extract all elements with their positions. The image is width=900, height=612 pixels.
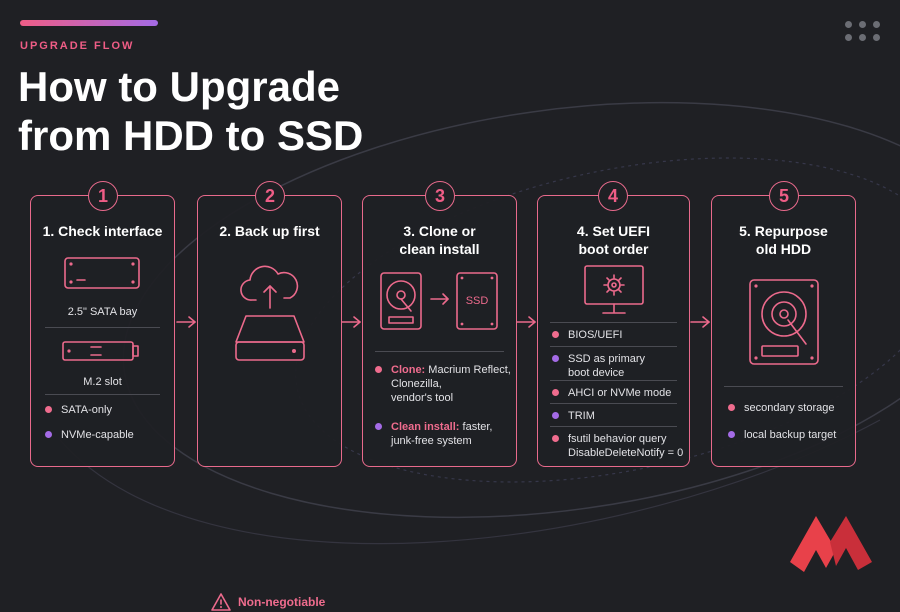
step-2-title: 2. Back up first [219,223,320,239]
card-1-divider-top [45,327,160,328]
bullet-local-backup: local backup target [728,428,836,442]
step-1-title: 1. Check interface [42,223,163,239]
bullet-bios-uefi: BIOS/UEFI [552,328,622,342]
page-title: How to Upgrade from HDD to SSD [18,62,363,160]
card-3-divider [375,351,504,352]
warning-icon [211,593,231,611]
connector-arrow-1-2 [176,316,196,328]
warning-row: Non-negotiable [210,592,325,612]
arrow-right-icon [430,293,449,305]
monitor-gear-icon [584,265,644,314]
card-1-divider-bottom [45,394,160,395]
step-card-1: 1. Check interface 2.5" SATA bay M.2 slo… [30,195,175,467]
bullet-ahci-nvme: AHCI or NVMe mode [552,386,671,400]
page-title-line-1: How to Upgrade [18,63,340,110]
accent-bar [20,20,158,26]
step-badge-5: 5 [769,181,799,211]
card-4-divider-2 [550,346,677,347]
step-card-4: 4. Set UEFI boot order BIOS/UEFI SSD as … [537,195,690,467]
hdd-large-icon [749,279,819,365]
card-4-divider-1 [550,322,677,323]
step-4-title: 4. Set UEFI boot order [576,223,651,257]
ssd-icon: SSD [456,272,498,330]
hdd-icon [380,272,422,330]
bullet-clone: Clone: Macrium Reflect, Clonezilla, vend… [375,363,511,405]
connector-arrow-3-4 [516,316,536,328]
sata-drive-icon [64,257,140,289]
brand-logo [790,516,872,572]
warning-text: Non-negotiable [238,595,326,609]
m2-slot-caption: M.2 slot [83,376,122,388]
bullet-nvme-capable: NVMe-capable [45,428,134,442]
step-badge-1: 1 [88,181,118,211]
step-3-title: 3. Clone or clean install [399,223,480,257]
m2-drive-icon [62,341,139,361]
cloud-upload-icon [240,265,299,309]
bullet-clean-install: Clean install: faster, junk-free system [375,420,493,448]
card-4-divider-5 [550,426,677,427]
card-5-divider [724,386,843,387]
step-card-3: 3. Clone or clean install SSD Clone: Mac… [362,195,517,467]
bullet-trim: TRIM [552,409,595,423]
step-badge-4: 4 [598,181,628,211]
external-drive-icon [235,315,305,361]
card-4-divider-4 [550,403,677,404]
step-card-5: 5. Repurpose old HDD secondary storage l… [711,195,856,467]
eyebrow-label: UPGRADE FLOW [20,40,135,52]
connector-arrow-4-5 [690,316,710,328]
connector-arrow-2-3 [341,316,361,328]
sata-bay-caption: 2.5" SATA bay [67,306,138,318]
page-title-line-2: from HDD to SSD [18,112,364,159]
ssd-icon-label: SSD [466,295,489,307]
dots-menu-icon [843,19,883,43]
bullet-secondary-storage: secondary storage [728,401,835,415]
step-badge-2: 2 [255,181,285,211]
step-card-2: 2. Back up first Non-negotiable [197,195,342,611]
step-5-title: 5. Repurpose old HDD [739,223,828,257]
step-badge-3: 3 [425,181,455,211]
bullet-sata-only: SATA-only [45,403,112,417]
card-4-divider-3 [550,380,677,381]
